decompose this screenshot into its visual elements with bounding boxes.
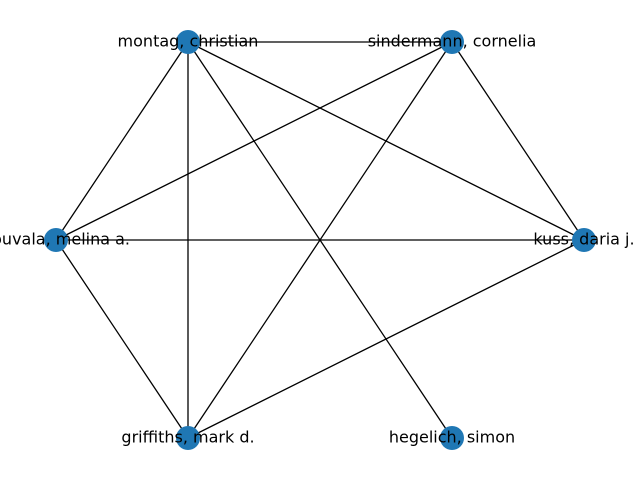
node-label-montag: montag, christian bbox=[118, 32, 259, 51]
node-sindermann bbox=[440, 30, 464, 54]
node-montag bbox=[176, 30, 200, 54]
labels-layer: montag, christian sindermann, cornelia kus… bbox=[0, 32, 635, 447]
node-kuss bbox=[572, 228, 596, 252]
node-griffiths bbox=[176, 426, 200, 450]
edge-montag-bouvala bbox=[55, 41, 189, 241]
nodes-layer bbox=[44, 30, 596, 450]
node-label-hegelich: hegelich, simon bbox=[389, 428, 515, 447]
edge-sindermann-kuss bbox=[451, 41, 585, 241]
node-label-kuss: kuss, daria j. bbox=[533, 230, 634, 249]
edge-bouvala-griffiths bbox=[55, 239, 189, 439]
node-bouvala bbox=[44, 228, 68, 252]
node-hegelich bbox=[440, 426, 464, 450]
node-label-bouvala: bouvala, melina a. bbox=[0, 230, 130, 249]
edges-layer bbox=[55, 41, 585, 439]
node-label-griffiths: griffiths, mark d. bbox=[121, 428, 254, 447]
edge-sindermann-bouvala bbox=[55, 41, 453, 241]
edge-griffiths-kuss bbox=[187, 239, 585, 439]
node-label-sindermann: sindermann, cornelia bbox=[368, 32, 537, 51]
